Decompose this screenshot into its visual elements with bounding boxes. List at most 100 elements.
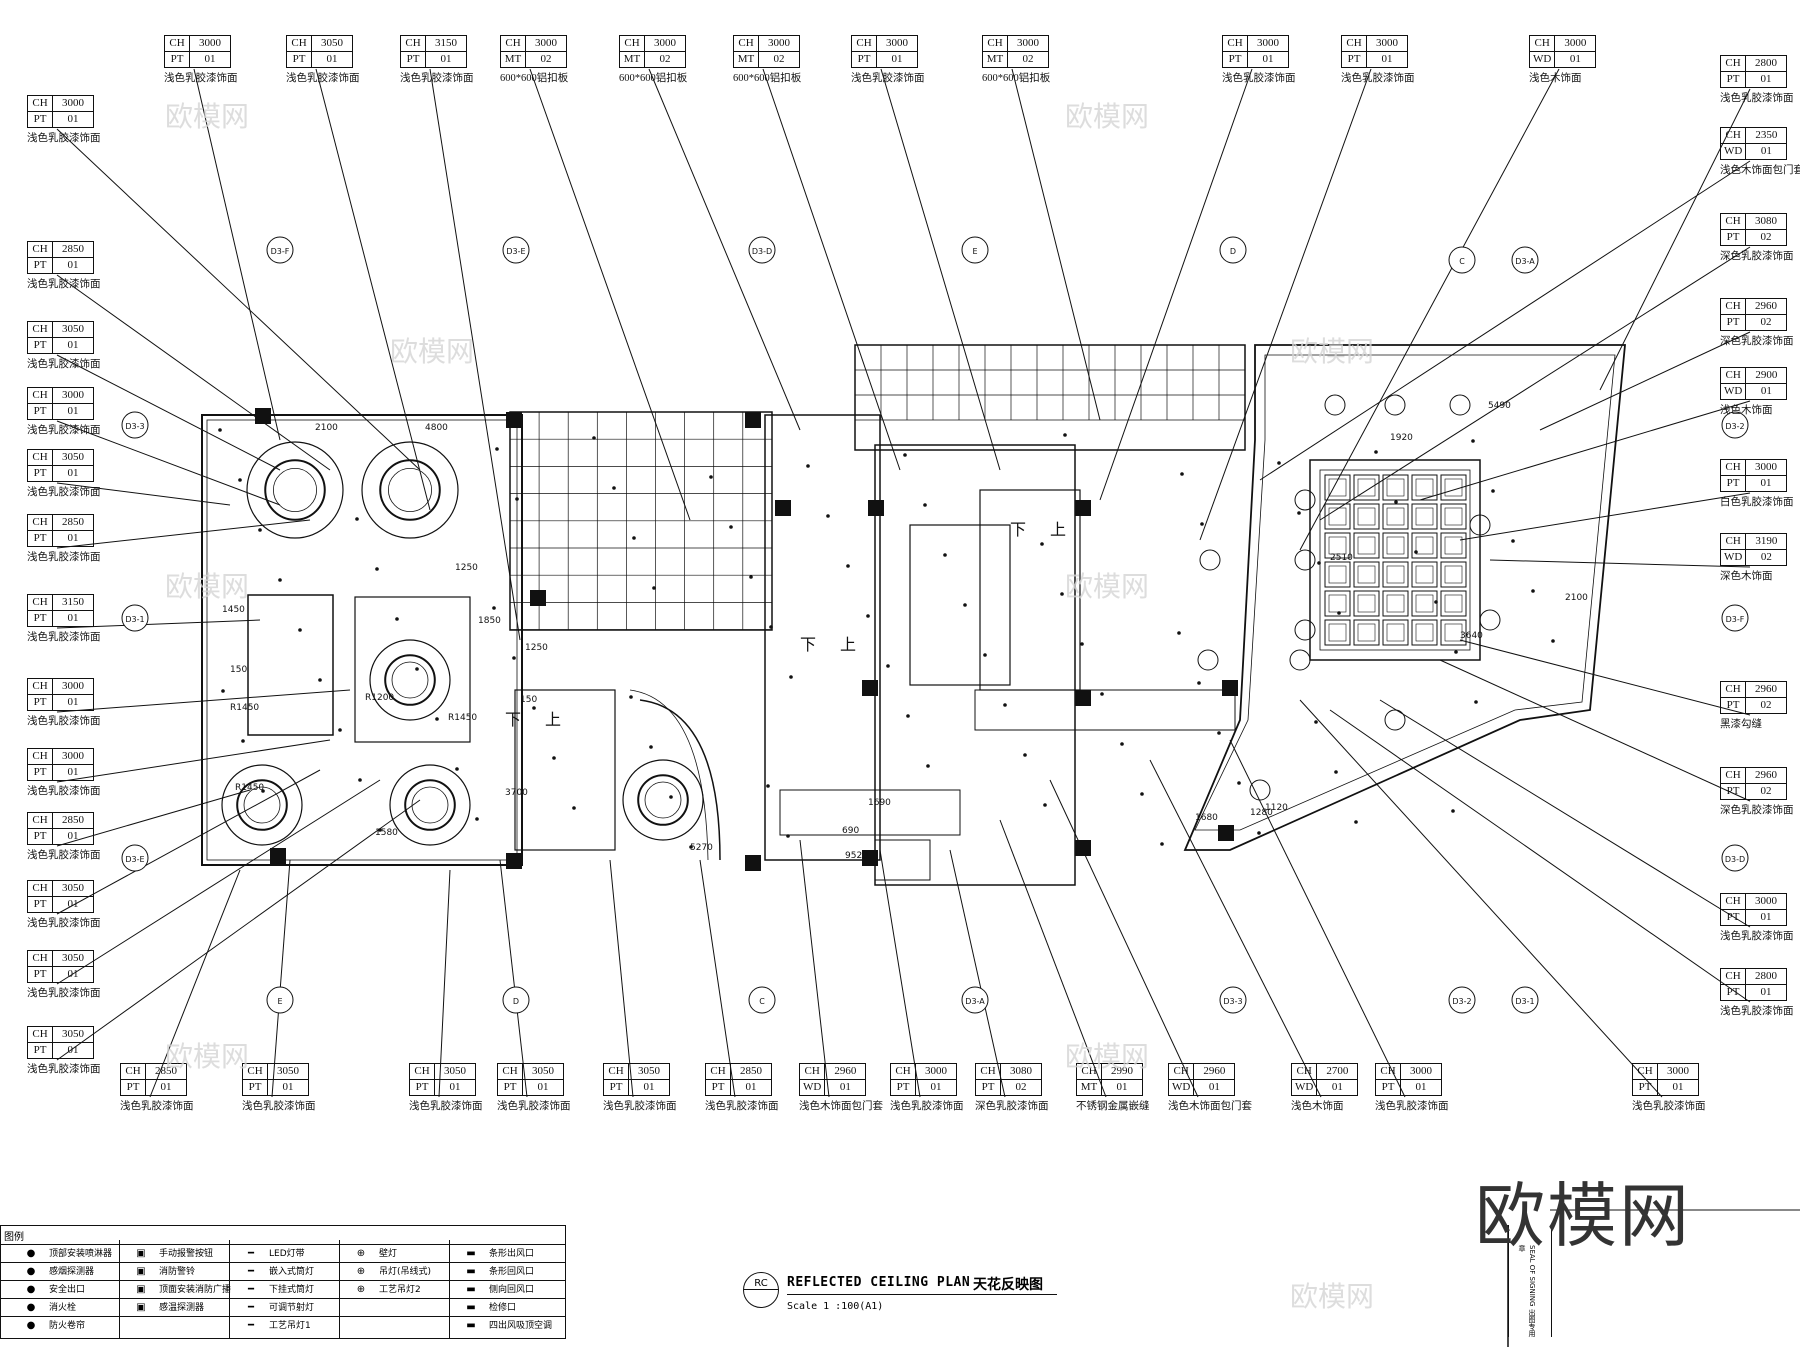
downlight xyxy=(1454,650,1458,654)
material-type: PT xyxy=(1720,229,1746,246)
material-code: 01 xyxy=(730,1079,772,1096)
material-code: 02 xyxy=(1007,51,1049,68)
material-type: PT xyxy=(27,896,53,913)
coffer-inner xyxy=(1415,594,1434,613)
coffer-inner xyxy=(1328,478,1347,497)
material-code: 02 xyxy=(1745,314,1787,331)
dimension-label: 1250 xyxy=(455,563,478,573)
air-diffuser xyxy=(1479,609,1501,631)
material-desc: 浅色乳胶漆饰面 xyxy=(27,1064,101,1075)
material-code: 01 xyxy=(522,1079,564,1096)
leader-line xyxy=(1011,68,1101,421)
material-desc: 浅色乳胶漆饰面 xyxy=(27,786,101,797)
watermark-small: 欧模网 xyxy=(165,100,250,133)
air-diffuser xyxy=(1249,779,1271,801)
section-mark-label: D3-3 xyxy=(1223,997,1242,1006)
downlight xyxy=(669,795,673,799)
coffer-inner xyxy=(1357,594,1376,613)
legend-label: 条形出风口 xyxy=(489,1249,535,1259)
ceiling-height: 3080 xyxy=(1745,213,1787,230)
downlight xyxy=(826,514,830,518)
coffer-panel xyxy=(1324,532,1351,559)
material-type: PT xyxy=(400,51,426,68)
legend-label: 感烟探测器 xyxy=(49,1267,95,1277)
legend-symbol-icon: ⊕ xyxy=(356,1248,366,1259)
material-desc: 浅色乳胶漆饰面 xyxy=(1720,93,1794,104)
material-code: 01 xyxy=(1247,51,1289,68)
material-type: PT xyxy=(27,465,53,482)
material-type: PT xyxy=(27,403,53,420)
ceiling-height: 2850 xyxy=(52,241,94,258)
material-desc: 浅色乳胶漆饰面 xyxy=(27,487,101,498)
material-code: 01 xyxy=(311,51,353,68)
material-type: WD xyxy=(1719,549,1747,566)
legend-label: 消防警铃 xyxy=(159,1267,196,1277)
structural-column xyxy=(862,680,878,696)
coffer-panel xyxy=(1382,503,1409,530)
material-type: WD xyxy=(1528,51,1556,68)
legend-symbol-icon: ● xyxy=(26,1248,36,1259)
drawing-code: RC xyxy=(754,1278,768,1289)
ceiling-height: 3050 xyxy=(522,1063,564,1080)
legend-symbol-icon: ━ xyxy=(247,1302,255,1313)
material-desc: 深色乳胶漆饰面 xyxy=(975,1101,1049,1112)
ceiling-height: 2800 xyxy=(1745,55,1787,72)
material-code: 01 xyxy=(52,896,94,913)
downlight xyxy=(378,828,382,832)
dimension-label: 150 xyxy=(520,695,537,705)
material-code: 02 xyxy=(1000,1079,1042,1096)
section-mark xyxy=(1721,604,1749,632)
legend-label: 顶面安装消防广播 xyxy=(159,1285,232,1295)
air-diffuser xyxy=(1294,619,1316,641)
seal-text: SEAL OF SIGNING 出图专用章 xyxy=(1518,1245,1536,1337)
drawing-title-en: REFLECTED CEILING PLAN xyxy=(787,1275,971,1290)
watermark-small: 欧模网 xyxy=(1065,570,1150,603)
structural-column xyxy=(745,855,761,871)
leader-line xyxy=(762,68,901,471)
structural-column xyxy=(1218,825,1234,841)
leader-line xyxy=(56,128,421,471)
dimension-label: 1850 xyxy=(478,616,501,626)
dimension-label: 5270 xyxy=(690,843,713,853)
downlight xyxy=(318,678,322,682)
dimension-label: R1200 xyxy=(365,693,394,703)
structural-column xyxy=(745,412,761,428)
legend-divider xyxy=(449,1240,450,1338)
leader-line xyxy=(529,68,691,521)
leader-line xyxy=(56,689,351,713)
downlight xyxy=(786,834,790,838)
downlight xyxy=(552,756,556,760)
pendant-inner xyxy=(391,661,429,699)
ch-key: CH xyxy=(1632,1063,1658,1080)
structural-column xyxy=(1075,500,1091,516)
downlight xyxy=(455,767,459,771)
section-mark-label: D3-F xyxy=(271,247,290,256)
downlight xyxy=(1551,639,1555,643)
ceiling-height: 2960 xyxy=(1745,298,1787,315)
downlight xyxy=(1491,489,1495,493)
material-type: MT xyxy=(619,51,645,68)
ch-key: CH xyxy=(982,35,1008,52)
ceiling-height: 2960 xyxy=(1193,1063,1236,1080)
coffer-panel xyxy=(1411,503,1438,530)
ch-key: CH xyxy=(890,1063,916,1080)
leader-line xyxy=(56,779,381,985)
pendant-inner xyxy=(411,786,449,824)
material-code: 02 xyxy=(644,51,686,68)
dimension-label: 2100 xyxy=(1565,593,1588,603)
legend-symbol-icon: ▬ xyxy=(466,1302,476,1313)
downlight xyxy=(258,528,262,532)
ch-key: CH xyxy=(798,1063,826,1080)
section-mark xyxy=(1511,986,1539,1014)
